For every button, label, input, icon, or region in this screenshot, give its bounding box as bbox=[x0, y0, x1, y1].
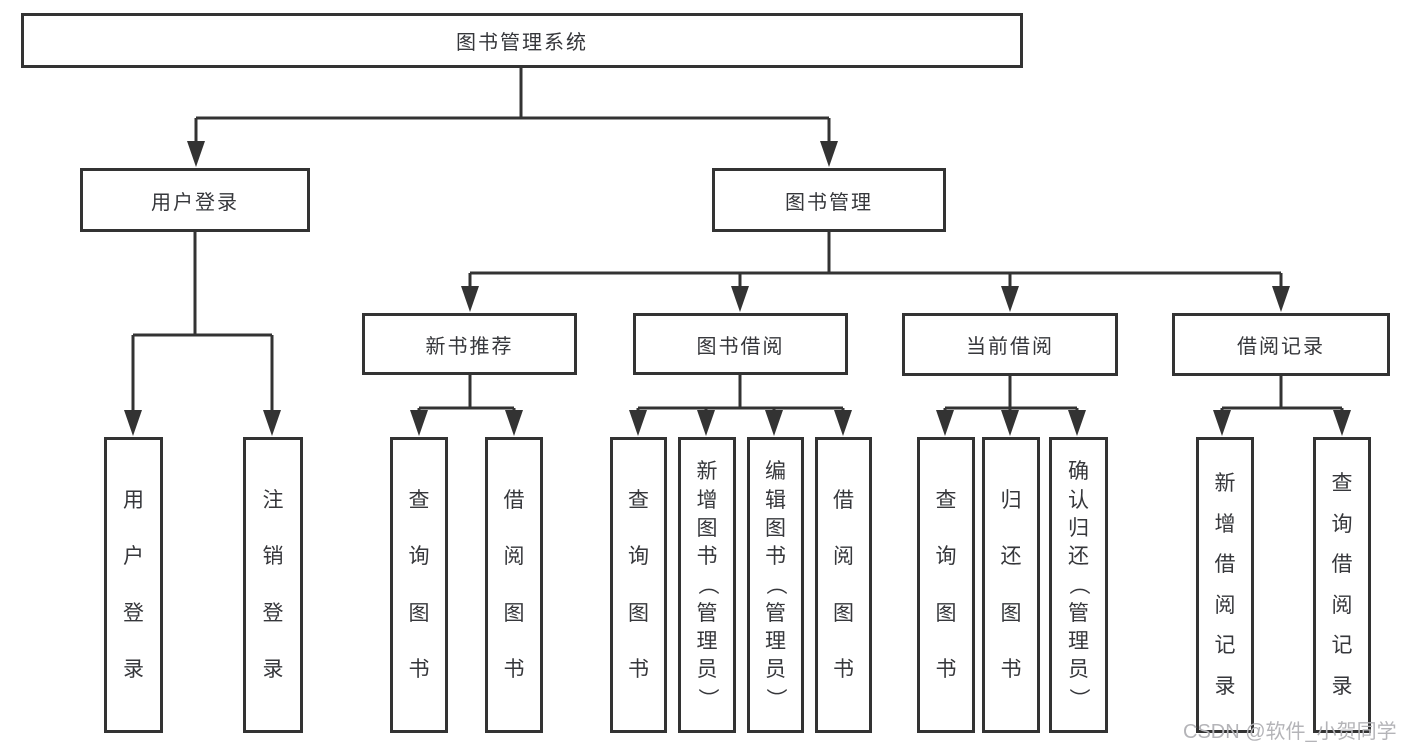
node-new-book-recommend: 新书推荐 bbox=[362, 313, 577, 375]
leaf-user-login: 用户登录 bbox=[104, 437, 163, 733]
node-book-management: 图书管理 bbox=[712, 168, 946, 232]
node-user-login: 用户登录 bbox=[80, 168, 310, 232]
leaf-query-books-current: 查询图书 bbox=[917, 437, 975, 733]
leaf-borrow-books: 借阅图书 bbox=[815, 437, 872, 733]
node-book-borrow: 图书借阅 bbox=[633, 313, 848, 375]
node-borrow-records: 借阅记录 bbox=[1172, 313, 1390, 376]
leaf-edit-book-admin: 编辑图书（管理员） bbox=[747, 437, 804, 733]
leaf-borrow-books-recommend: 借阅图书 bbox=[485, 437, 543, 733]
node-root: 图书管理系统 bbox=[21, 13, 1023, 68]
leaf-query-books-recommend: 查询图书 bbox=[390, 437, 448, 733]
watermark: CSDN @软件_小贺同学 bbox=[1183, 721, 1397, 743]
leaf-add-book-admin: 新增图书（管理员） bbox=[678, 437, 736, 733]
node-current-borrow: 当前借阅 bbox=[902, 313, 1118, 376]
leaf-add-borrow-record: 新增借阅记录 bbox=[1196, 437, 1254, 733]
leaf-confirm-return-admin: 确认归还（管理员） bbox=[1049, 437, 1108, 733]
leaf-return-books: 归还图书 bbox=[982, 437, 1040, 733]
leaf-query-books-borrow: 查询图书 bbox=[610, 437, 667, 733]
leaf-query-borrow-record: 查询借阅记录 bbox=[1313, 437, 1371, 733]
leaf-logout: 注销登录 bbox=[243, 437, 303, 733]
